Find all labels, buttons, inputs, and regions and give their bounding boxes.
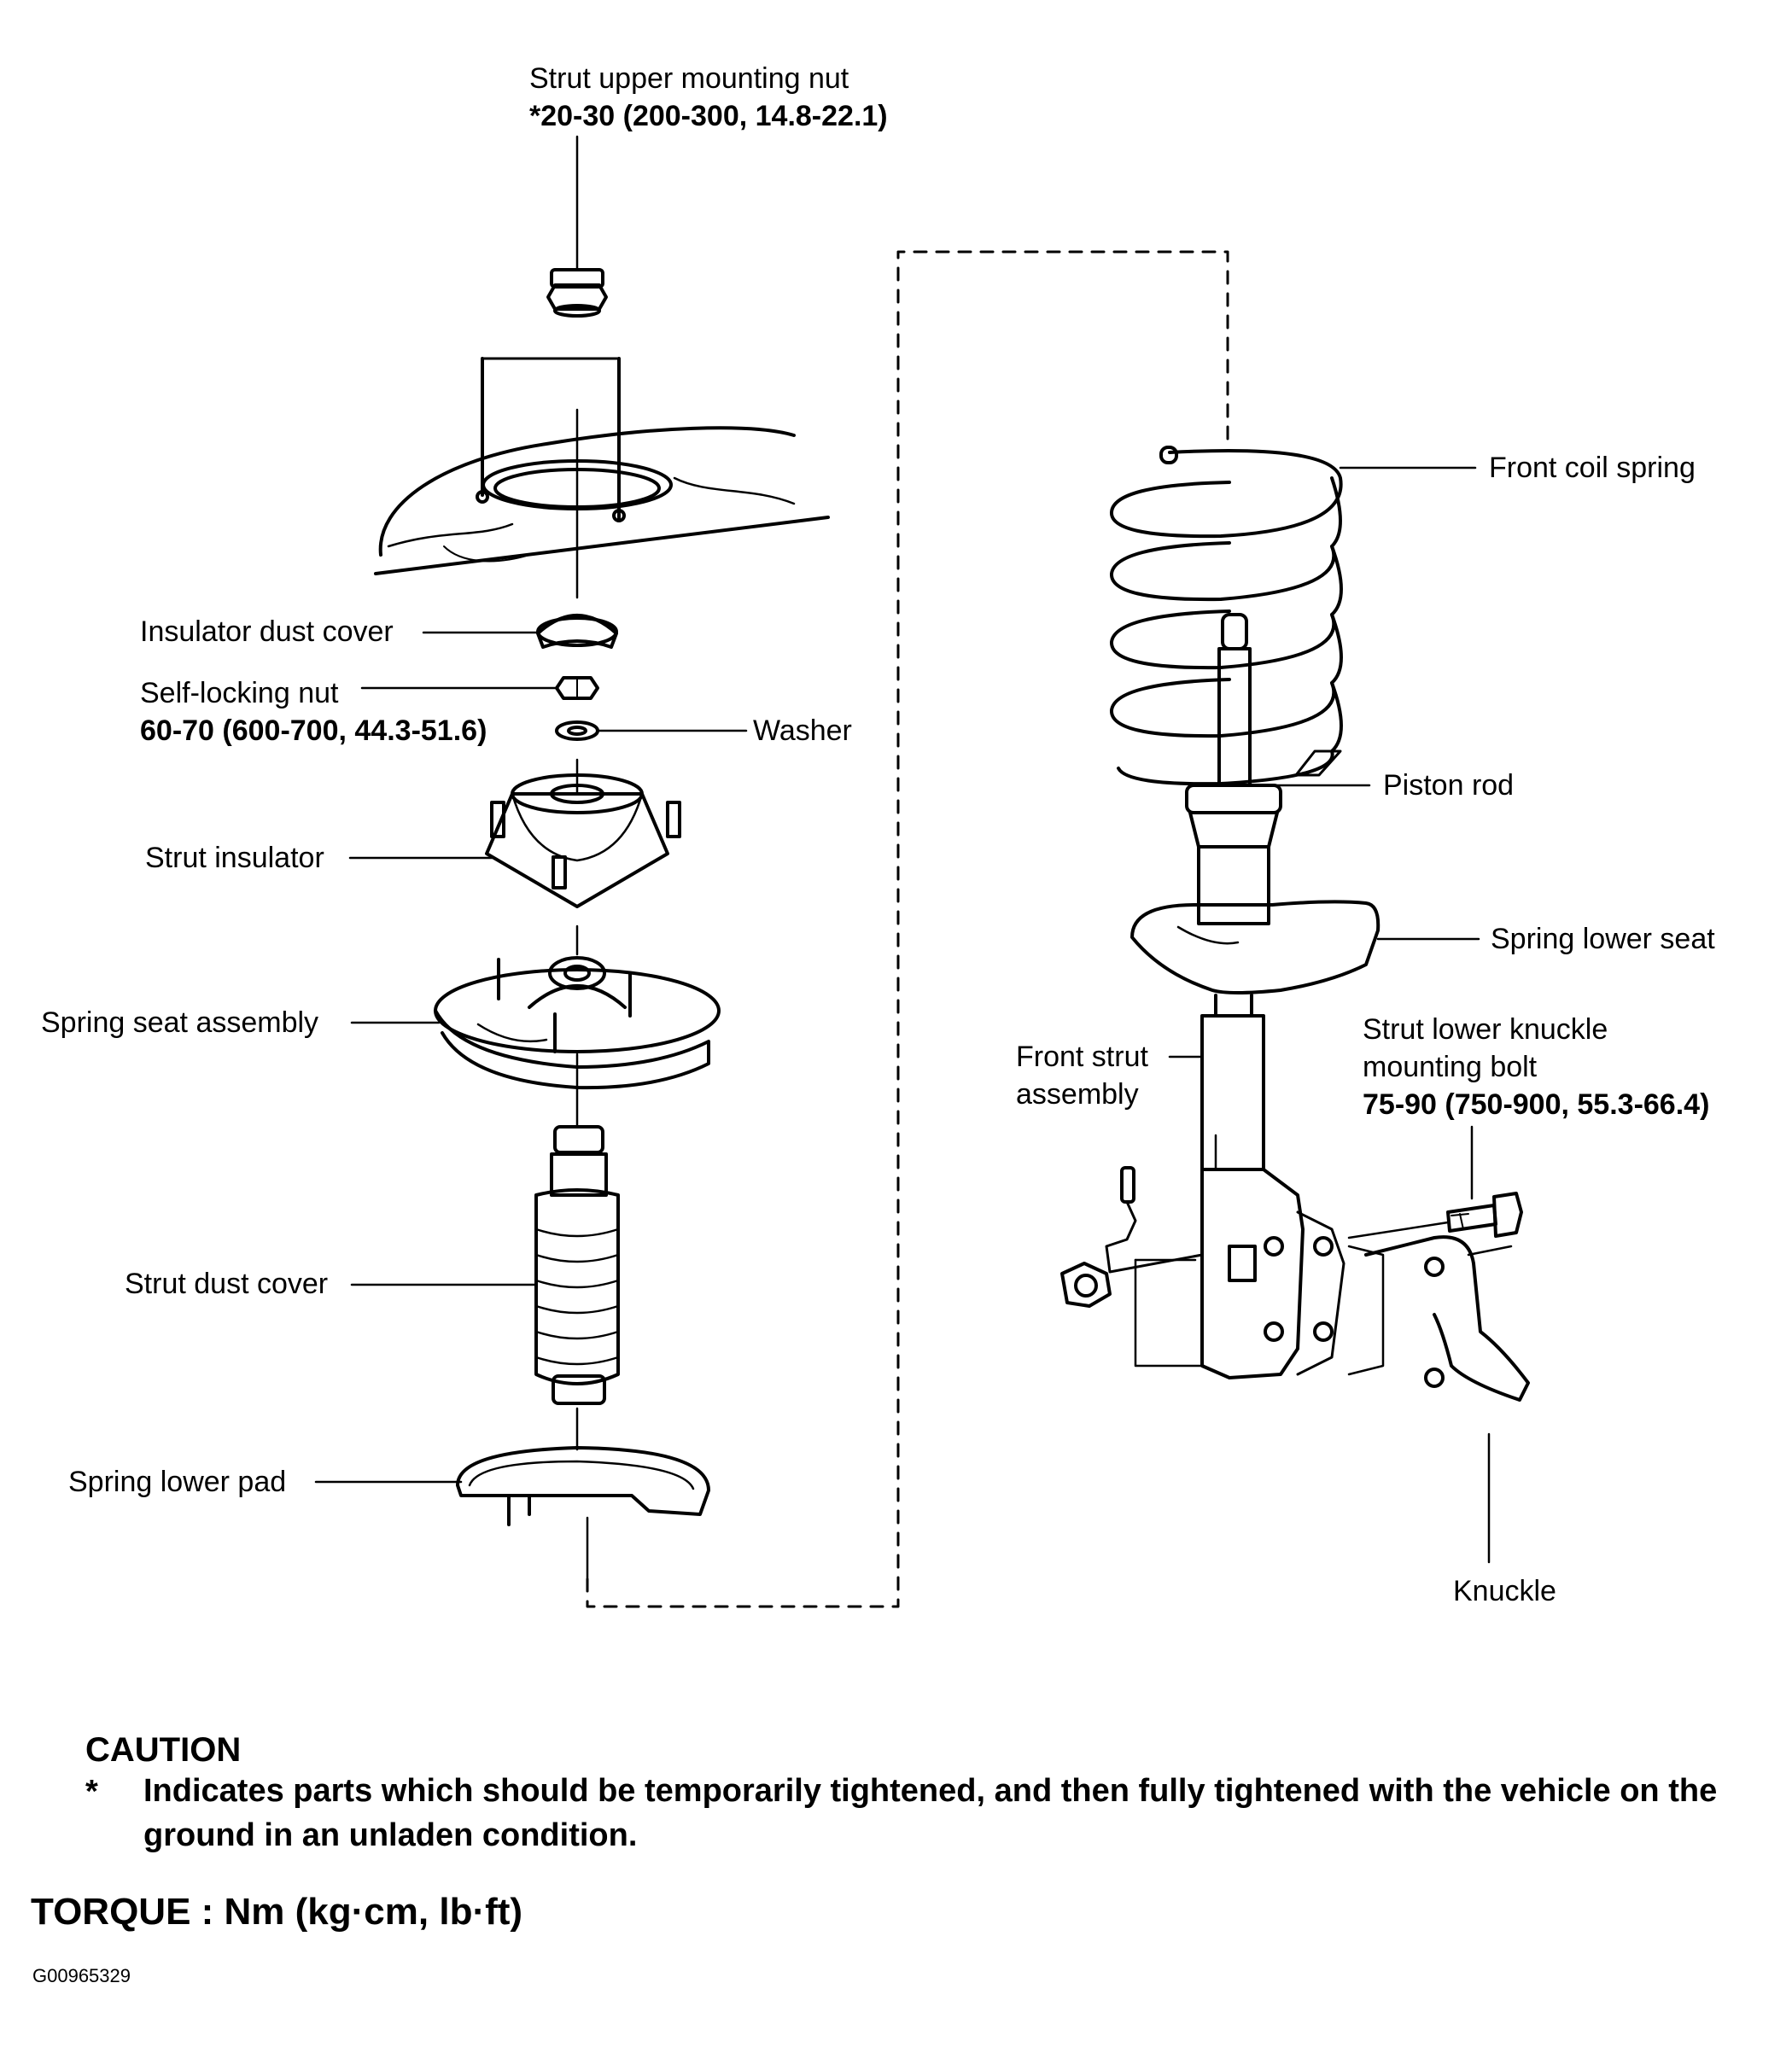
label-spring-seat-assembly: Spring seat assembly (41, 1006, 319, 1039)
label-piston-rod: Piston rod (1383, 769, 1515, 802)
label-strut-lower-knuckle-bolt-line2: mounting bolt (1363, 1051, 1538, 1083)
label-strut-upper-mounting-nut: Strut upper mounting nut (529, 62, 849, 95)
leader-lines (314, 466, 1491, 1564)
figure-id: G00965329 (32, 1965, 131, 1986)
label-strut-dust-cover: Strut dust cover (125, 1268, 329, 1300)
label-front-strut-assembly-line2: assembly (1016, 1078, 1139, 1111)
label-self-locking-nut: Self-locking nut (140, 677, 339, 709)
label-strut-lower-knuckle-bolt-line1: Strut lower knuckle (1363, 1013, 1608, 1046)
strut-upper-mounting-nut-part (546, 268, 608, 318)
spring-lower-pad-part (456, 1446, 710, 1526)
label-front-coil-spring: Front coil spring (1489, 452, 1696, 484)
self-locking-nut-part (555, 676, 599, 700)
spring-seat-assembly-part (434, 956, 721, 1090)
torque-self-locking-nut: 60-70 (600-700, 44.3-51.6) (140, 714, 487, 747)
strut-insulator-part (485, 773, 681, 908)
dashed-transfer-line (586, 250, 1229, 1608)
label-knuckle: Knuckle (1453, 1575, 1556, 1607)
torque-units-legend: TORQUE : Nm (kg·cm, lb·ft) (31, 1891, 523, 1933)
torque-strut-upper-mounting-nut: *20-30 (200-300, 14.8-22.1) (529, 100, 888, 132)
caution-title: CAUTION (85, 1731, 242, 1769)
caution-text: Indicates parts which should be temporar… (143, 1773, 1718, 1853)
label-spring-lower-pad: Spring lower pad (68, 1466, 287, 1498)
strut-dust-cover-part (534, 1125, 620, 1405)
label-strut-insulator: Strut insulator (145, 842, 324, 874)
washer-part (555, 720, 599, 741)
knuckle-part (1347, 1235, 1530, 1402)
label-front-strut-assembly-line1: Front strut (1016, 1041, 1148, 1073)
label-insulator-dust-cover: Insulator dust cover (140, 615, 394, 648)
front-strut-assembly-part (1130, 613, 1380, 1379)
body-mount-panel (374, 357, 830, 575)
label-spring-lower-seat: Spring lower seat (1491, 923, 1715, 955)
strut-lower-knuckle-bolt-part (1347, 1192, 1523, 1239)
caution-bullet: * (85, 1774, 98, 1810)
insulator-dust-cover-part (536, 614, 618, 649)
torque-strut-lower-knuckle-bolt: 75-90 (750-900, 55.3-66.4) (1363, 1088, 1710, 1121)
label-washer: Washer (753, 714, 852, 747)
bracket-and-nut-part (1060, 1166, 1204, 1308)
